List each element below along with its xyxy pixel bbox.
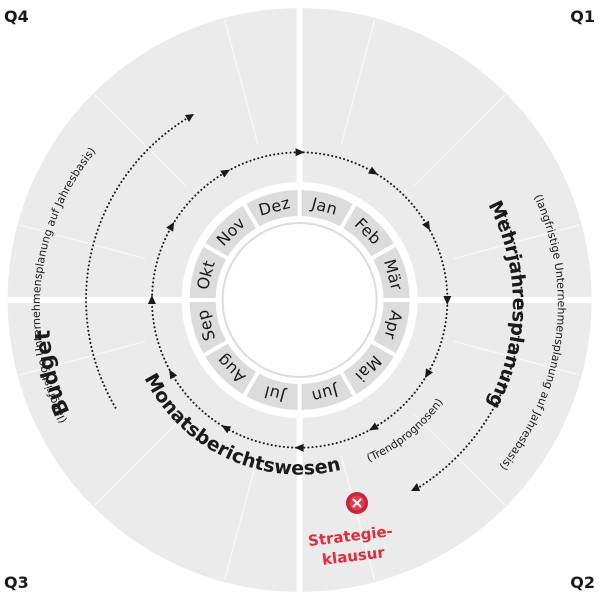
month-separator (201, 242, 230, 261)
cycle-arrowhead (221, 425, 232, 434)
month-guide (19, 340, 146, 376)
month-separator (201, 339, 230, 358)
month-separator (241, 202, 261, 230)
month-separator (369, 339, 398, 358)
quarter-label-q1: Q1 (570, 7, 595, 26)
mehrjahresplanung-cycle-path (417, 215, 523, 489)
quarter-label-q3: Q3 (4, 573, 29, 592)
month-guides (19, 19, 580, 581)
cycle-arrowhead (443, 296, 452, 305)
cycle-arrowhead (166, 221, 175, 232)
month-separator (338, 202, 358, 230)
month-guide (223, 454, 259, 581)
quarter-label-q2: Q2 (570, 573, 595, 592)
month-separator (369, 242, 398, 261)
cycle-arrowhead (425, 368, 433, 379)
cycle-arrowhead (367, 166, 378, 175)
month-separator (241, 370, 261, 398)
center-circle (221, 222, 378, 378)
mehrjahresplanung-arrow (411, 483, 420, 491)
month-guide (340, 19, 376, 146)
cycle-arrowhead (295, 148, 305, 157)
cycle-arrowhead (369, 422, 379, 431)
month-guide (340, 454, 376, 581)
month-guide (94, 412, 187, 506)
budget-cycle-path (85, 117, 189, 409)
month-label: Jul (262, 382, 288, 406)
month-guide (94, 94, 187, 188)
quarter-label-q4: Q4 (4, 7, 29, 26)
monatsberichtswesen-arrows (147, 148, 452, 452)
month-separator (338, 370, 358, 398)
cycle-arrowhead (220, 169, 231, 178)
cycle-arrowhead (147, 295, 156, 304)
month-guide (453, 224, 580, 260)
close-icon (352, 498, 362, 508)
cycle-arrowhead (294, 443, 304, 452)
month-guide (412, 94, 506, 188)
cycle-arrowhead (422, 220, 431, 231)
month-guide (19, 224, 146, 260)
month-guide (453, 340, 580, 376)
month-separators (187, 188, 412, 412)
month-guide (412, 412, 506, 506)
cycle-arrowhead (169, 369, 178, 380)
month-guide (223, 19, 259, 146)
budget-arrow (185, 114, 194, 122)
